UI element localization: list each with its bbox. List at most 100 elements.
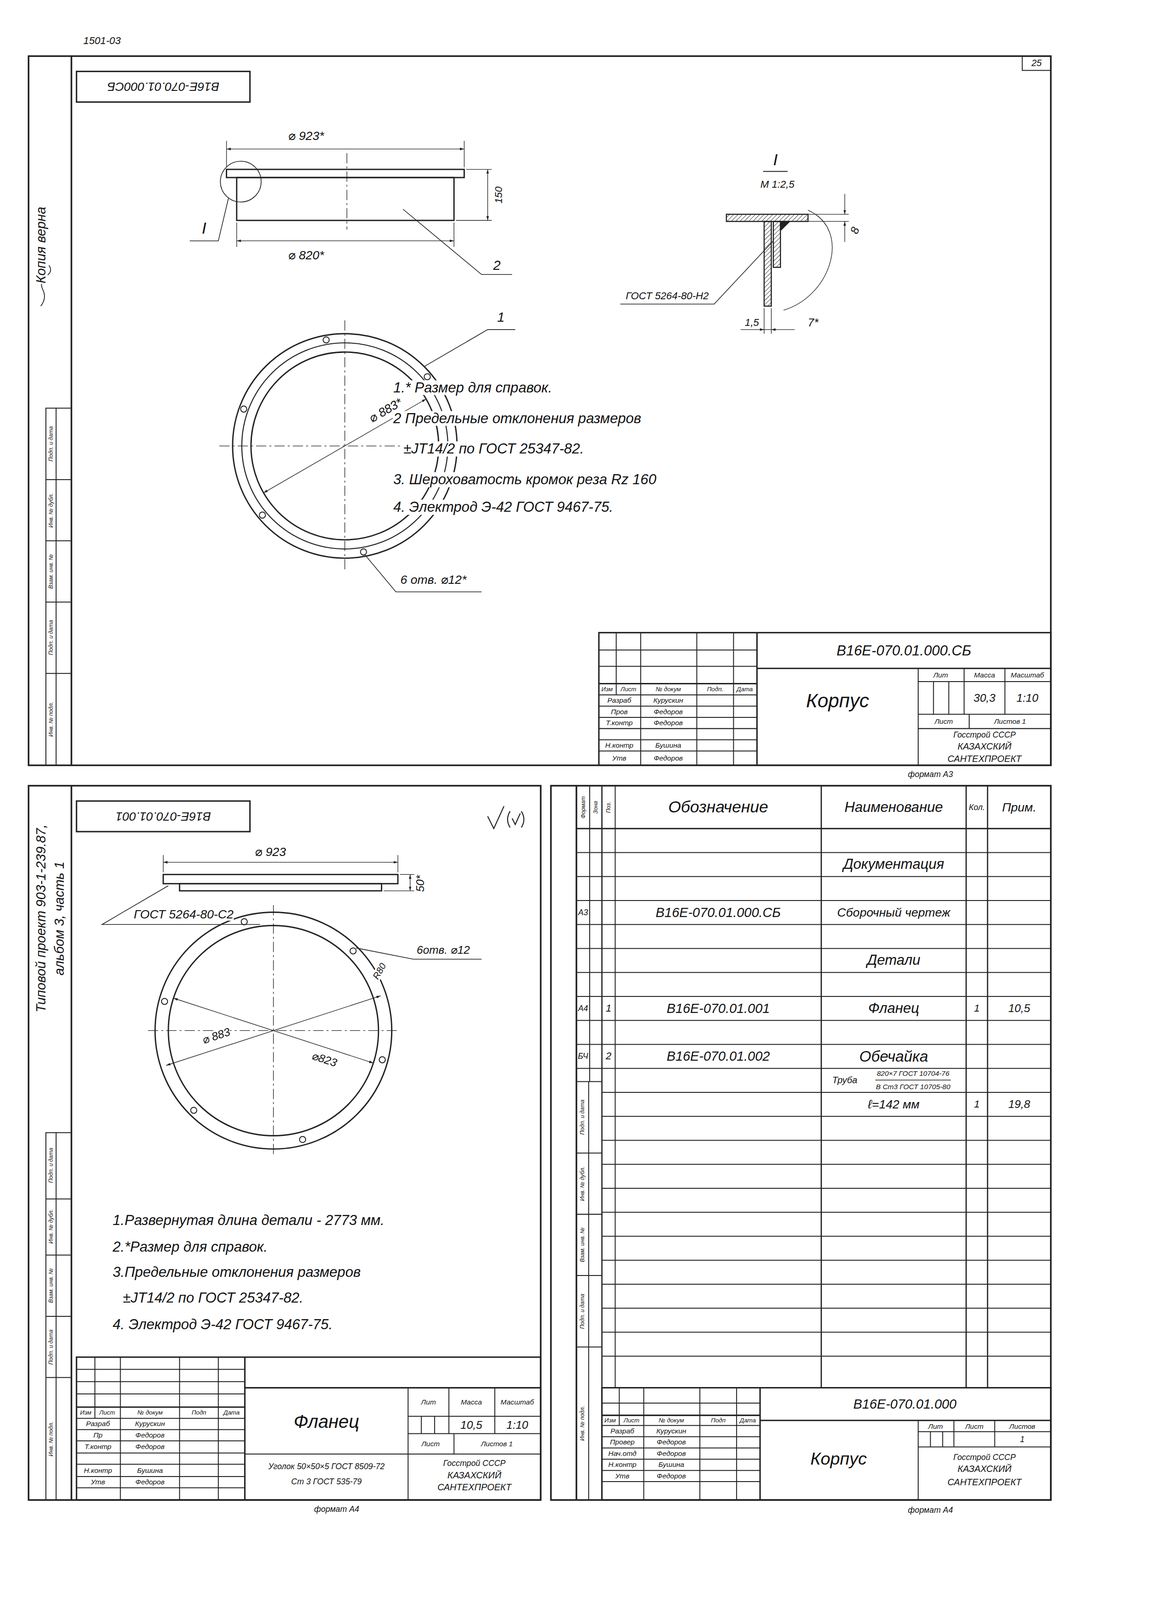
spec-table-grid-line	[602, 1139, 1051, 1141]
spec-table-grid-line	[576, 923, 1051, 925]
title-block-grid-line	[244, 1356, 246, 1500]
roughness-symbol-path	[487, 805, 505, 829]
spec-table-grid-line	[602, 1091, 1051, 1093]
stamp-text: Инв. № подл.	[48, 1420, 55, 1457]
flange-plan-view-circle	[379, 1056, 386, 1063]
sheet-frame-line	[45, 601, 72, 603]
body-side-view-rect	[236, 177, 455, 221]
note-text: ±JT14/2 по ГОСТ 25347-82.	[402, 441, 585, 457]
title-block-text: Федоров	[134, 1478, 165, 1486]
body-plan-view-circle	[323, 336, 330, 343]
title-block-grid-line	[598, 705, 758, 707]
spec-table-grid-line	[576, 1043, 1051, 1045]
spec-table-grid-line	[820, 785, 822, 1388]
title-block-text: Курускин	[653, 696, 684, 704]
sheet-frame-rect	[76, 71, 251, 103]
title-block-text: 1:10	[1015, 692, 1039, 704]
title-block-text: Дата	[739, 1417, 757, 1424]
title-block-grid-line	[618, 1387, 620, 1426]
title-block-text: Корпус	[809, 1449, 868, 1468]
spec-cell: Обечайка	[859, 1048, 929, 1065]
title-block-grid-line	[918, 680, 1051, 682]
title-block-grid-line	[420, 1416, 422, 1434]
body-side-view-line	[226, 148, 465, 150]
weld-detail-polygon	[780, 221, 790, 231]
roughness-symbol-path	[507, 810, 511, 828]
spec-cell: 2	[605, 1050, 612, 1061]
body-plan-view-circle	[360, 548, 367, 555]
title-block-grid-line	[757, 667, 1051, 670]
weld-detail-rect	[726, 214, 809, 222]
title-block-grid-line	[602, 1414, 761, 1416]
title-block-text: Н.контр	[607, 1460, 637, 1468]
title-block-grid-line	[918, 727, 1051, 729]
flange-side-view-line	[162, 854, 164, 873]
title-block-grid-line	[598, 649, 758, 651]
spec-table-grid-line	[576, 876, 1051, 877]
title-block-text: Лит	[420, 1398, 437, 1406]
spec-table-grid-line	[576, 947, 1051, 949]
title-block-text: В16Е-070.01.000	[853, 1396, 958, 1411]
title-block-grid-line	[917, 668, 919, 765]
stamp-text: Подп. и дата	[48, 1147, 55, 1184]
spec-cell: Зона	[592, 800, 599, 815]
title-block-text: Разраб	[85, 1419, 111, 1428]
title-block-grid-line	[602, 1447, 761, 1449]
title-block-text: КАЗАХСКИЙ	[446, 1470, 502, 1480]
title-block-text: Бушина	[136, 1466, 164, 1474]
title-block-text: Бушина	[654, 741, 682, 749]
title-block-grid-line	[602, 1435, 761, 1437]
title-block-text: Федоров	[653, 754, 683, 762]
title-block-grid-line	[736, 1387, 737, 1501]
title-block-text: КАЗАХСКИЙ	[957, 742, 1012, 752]
sheet-frame	[28, 55, 1051, 765]
title-block-text: Масштаб	[500, 1398, 535, 1406]
flange-plan-view-circle	[161, 998, 168, 1005]
weld-detail-line	[844, 193, 845, 214]
flange-side-view	[101, 854, 414, 925]
title-block-grid-rect	[76, 1356, 542, 1500]
body-side-view-line	[453, 222, 455, 247]
title-block-text: КАЗАХСКИЙ	[957, 1464, 1012, 1474]
sheet-frame-line	[45, 1254, 72, 1256]
body-side-view-polyline	[402, 209, 513, 275]
body-side-view-line	[346, 152, 347, 230]
spec-table-grid-line	[588, 1081, 590, 1501]
weld-detail-rect	[773, 221, 781, 268]
title-block-text: Корпус	[805, 690, 870, 711]
weld-detail-line	[808, 221, 849, 222]
title-block-text: Лист	[98, 1409, 116, 1416]
margin-text: формат А4	[907, 1505, 954, 1515]
spec-cell: А4	[577, 1003, 589, 1013]
note-text: 3. Шероховатость кромок реза Rz 160	[392, 472, 657, 488]
sheet-frame-rect	[76, 800, 251, 832]
title-block-text: Лит	[932, 670, 949, 679]
title-block-grid-line	[76, 1452, 246, 1454]
sheet-frame-rect	[1022, 55, 1051, 71]
body-side-view-circle	[220, 161, 262, 202]
flange-side-view-line	[399, 874, 414, 875]
title-block-grid-line	[76, 1475, 246, 1477]
flange-side-view-line	[383, 890, 415, 891]
title-block-grid-line	[602, 1469, 761, 1471]
title-block-text: Лист	[420, 1440, 441, 1448]
body-side-view-rect	[226, 169, 465, 178]
flange-plan-view-line	[166, 995, 381, 1066]
title-block-text: САНТЕХПРОЕКТ	[436, 1482, 512, 1493]
dimension-text: 1,5	[744, 317, 760, 328]
title-block-grid-line	[217, 1356, 219, 1500]
title-block-grid-line	[598, 682, 758, 685]
spec-table-grid-line	[602, 1211, 1051, 1213]
title-block-grid-line	[640, 632, 642, 765]
note-text: 3.Предельные отклонения размеров	[112, 1264, 362, 1280]
title-block-grid-line	[245, 1386, 542, 1389]
spec-cell: Документация	[842, 856, 945, 872]
title-block-grid-line	[448, 1387, 450, 1434]
title-block-text: Федоров	[653, 708, 683, 716]
dimension-text: ⌀ 923	[254, 845, 287, 859]
margin-text: Копия верна	[33, 206, 48, 284]
weld-detail-rect	[764, 221, 772, 307]
sheet-frame-line	[45, 1315, 72, 1317]
title-block-text: Курускин	[134, 1419, 166, 1428]
